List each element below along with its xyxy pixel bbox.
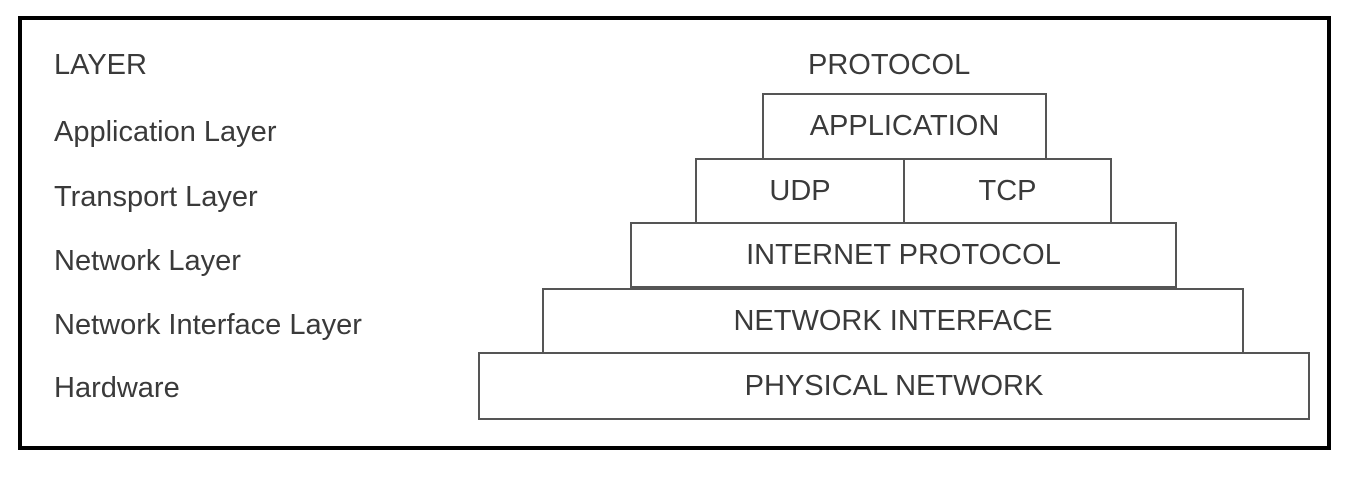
layer-column-header: LAYER: [54, 49, 147, 81]
protocol-box-network-interface: NETWORK INTERFACE: [542, 288, 1244, 354]
layer-label-application: Application Layer: [54, 116, 277, 148]
protocol-box-application: APPLICATION: [762, 93, 1047, 160]
diagram-frame: [18, 16, 1331, 450]
layer-label-transport: Transport Layer: [54, 181, 258, 213]
layer-label-network: Network Layer: [54, 245, 241, 277]
protocol-box-tcp: TCP: [903, 158, 1112, 224]
protocol-box-physical-network: PHYSICAL NETWORK: [478, 352, 1310, 420]
layer-label-hardware: Hardware: [54, 372, 180, 404]
protocol-box-internet-protocol: INTERNET PROTOCOL: [630, 222, 1177, 288]
layer-label-network-interface: Network Interface Layer: [54, 309, 362, 341]
protocol-box-udp: UDP: [695, 158, 905, 224]
protocol-column-header: PROTOCOL: [808, 49, 971, 81]
